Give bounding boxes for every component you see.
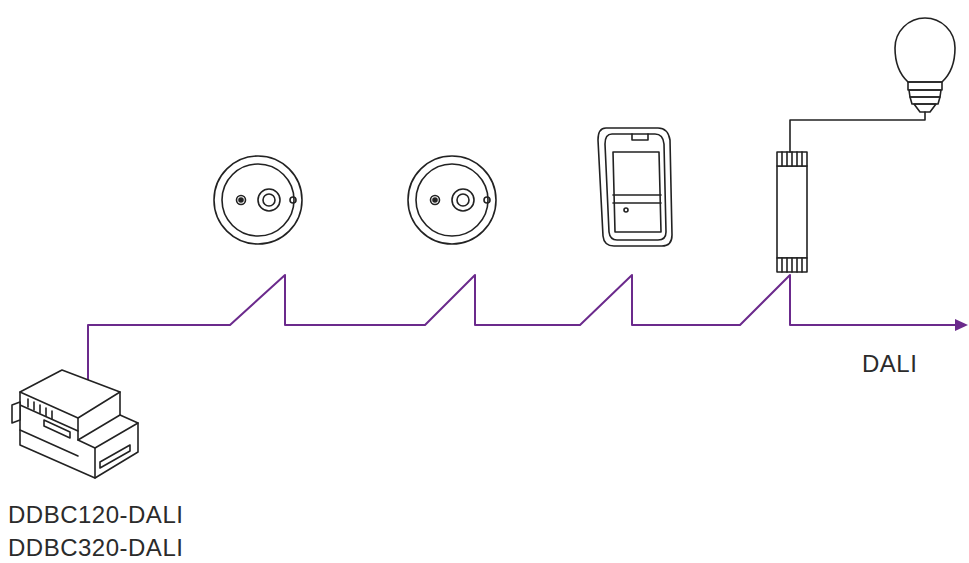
controller — [12, 370, 138, 478]
model-label: DDBC120-DALI — [8, 503, 183, 527]
bus-label: DALI — [862, 352, 917, 376]
wall-switch — [598, 128, 672, 246]
sensor-2 — [408, 156, 496, 244]
bus-arrowhead — [955, 319, 968, 331]
led-driver — [777, 112, 925, 272]
model-label: DDBC320-DALI — [8, 536, 183, 560]
dali-bus — [88, 275, 955, 392]
lamp — [895, 18, 955, 112]
sensor-1 — [214, 156, 302, 244]
